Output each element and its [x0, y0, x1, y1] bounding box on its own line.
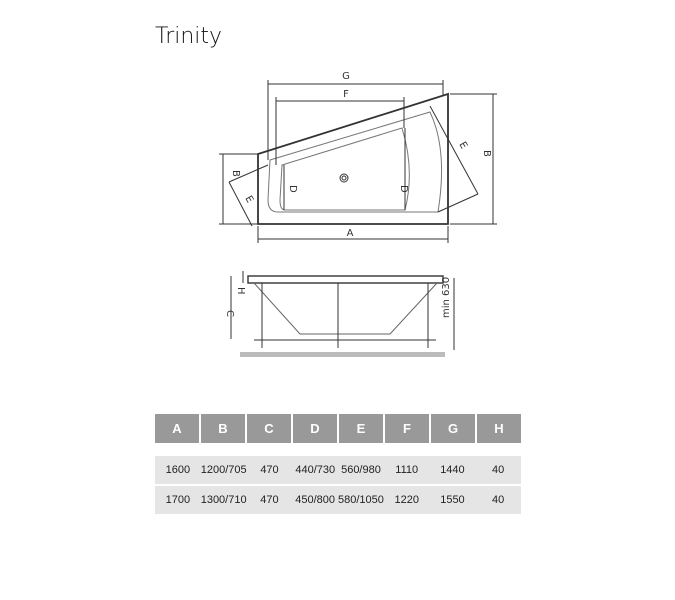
table-header: A B C D E F G H: [155, 414, 521, 443]
cell: 1300/710: [200, 494, 247, 506]
header-f: F: [385, 414, 431, 443]
table-row: 1700 1300/710 470 450/800 580/1050 1220 …: [155, 486, 521, 514]
cell: 1550: [440, 494, 465, 506]
bathtub-diagram: G F A B B D D E E C H min 630: [219, 71, 497, 357]
header-g: G: [431, 414, 477, 443]
cell: 1700: [165, 494, 191, 506]
cell: 1440: [440, 464, 465, 476]
cell: 1600: [165, 464, 191, 476]
label-a: A: [347, 228, 354, 239]
label-b-right: B: [481, 150, 492, 157]
header-a: A: [155, 414, 201, 443]
cell: 470: [260, 494, 279, 506]
side-view: [230, 271, 455, 357]
top-view: [219, 80, 497, 243]
label-d-left: D: [287, 185, 298, 193]
header-c: C: [247, 414, 293, 443]
header-b: B: [201, 414, 247, 443]
cell: 450/800: [295, 494, 336, 506]
cell: 40: [492, 464, 505, 476]
cell: 560/980: [341, 464, 381, 476]
cell: 40: [492, 494, 505, 506]
header-d: D: [293, 414, 339, 443]
label-b-left: B: [230, 170, 241, 177]
dimensions-table: A B C D E F G H 1600 1200/705 470 440/73…: [155, 414, 521, 516]
cell: 1110: [395, 464, 419, 476]
cell: 1200/705: [200, 464, 247, 476]
table-row: 1600 1200/705 470 440/730 560/980 1110 1…: [155, 456, 521, 484]
label-f: F: [343, 89, 349, 100]
label-e-left: E: [242, 194, 255, 205]
product-title: Trinity: [155, 24, 223, 49]
cell: 580/1050: [338, 494, 384, 506]
label-h: H: [235, 287, 246, 295]
cell: 1220: [394, 494, 419, 506]
header-h: H: [477, 414, 521, 443]
label-g: G: [342, 71, 350, 82]
label-d-right: D: [398, 185, 409, 193]
cell: 440/730: [295, 464, 336, 476]
label-c: C: [224, 310, 235, 317]
header-e: E: [339, 414, 385, 443]
label-min-height: min 630: [441, 277, 452, 318]
cell: 470: [260, 464, 279, 476]
label-e-right: E: [456, 140, 469, 151]
